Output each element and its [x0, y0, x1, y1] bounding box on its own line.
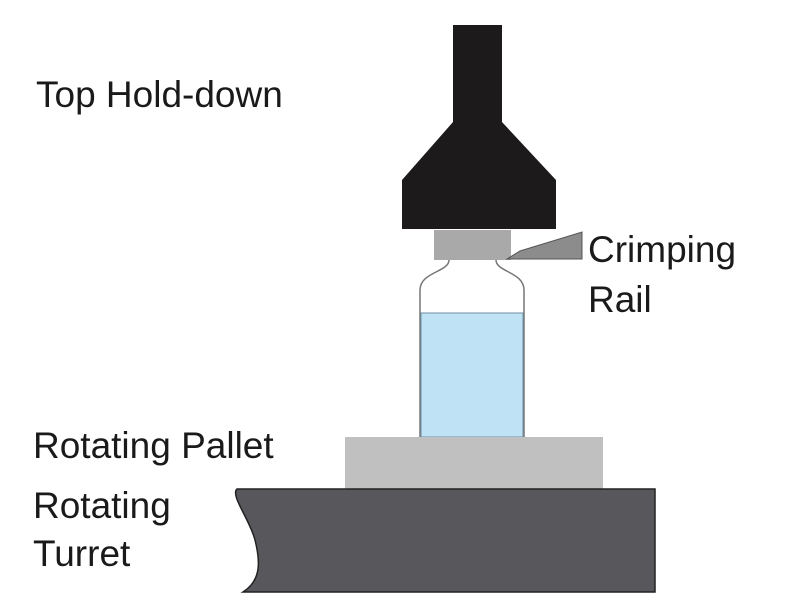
- label-crimping-rail-line1: Crimping: [588, 229, 737, 270]
- crimping-rail: [505, 231, 583, 260]
- label-rotating-turret-line2: Turret: [33, 533, 131, 574]
- top-hold-down: [402, 25, 556, 229]
- label-crimping-rail-line2: Rail: [588, 279, 652, 320]
- vial-liquid: [420, 312, 524, 438]
- rotating-pallet: [345, 437, 603, 489]
- label-rotating-turret-line1: Rotating: [33, 485, 171, 526]
- cap: [434, 230, 511, 260]
- label-top-hold-down: Top Hold-down: [36, 74, 283, 115]
- rotating-turret: [234, 488, 656, 593]
- label-rotating-pallet: Rotating Pallet: [33, 425, 274, 466]
